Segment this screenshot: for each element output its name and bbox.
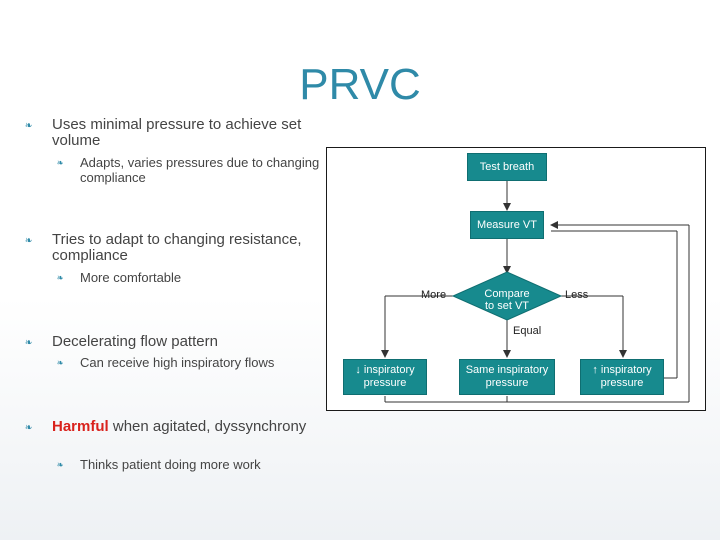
bullet-marker-icon: ❧ bbox=[56, 460, 64, 471]
bullet-marker-icon: ❧ bbox=[56, 273, 64, 284]
compare-diamond bbox=[451, 271, 563, 321]
measure-vt-box: Measure VT bbox=[470, 211, 544, 239]
harmful-highlight: Harmful bbox=[52, 418, 109, 435]
test-breath-box: Test breath bbox=[467, 153, 547, 181]
prvc-flowchart: Test breath Measure VT Compare to set VT… bbox=[326, 147, 706, 411]
bullet-marker-icon: ❧ bbox=[24, 120, 33, 132]
bullet-minimal-pressure: ❧ Uses minimal pressure to achieve set v… bbox=[24, 116, 302, 149]
bullet-resistance: ❧ Tries to adapt to changing resistance,… bbox=[24, 231, 302, 264]
sub-bullet-more-work: ❧ Thinks patient doing more work bbox=[56, 457, 261, 472]
slide-title: PRVC bbox=[299, 60, 421, 109]
more-label: More bbox=[421, 289, 447, 301]
bullet-marker-icon: ❧ bbox=[24, 337, 33, 349]
bullet-marker-icon: ❧ bbox=[24, 235, 33, 247]
decrease-pressure-box: ↓ inspiratory pressure bbox=[343, 359, 427, 395]
equal-label: Equal bbox=[513, 325, 542, 337]
same-pressure-box: Same inspiratory pressure bbox=[459, 359, 555, 395]
bullet-marker-icon: ❧ bbox=[24, 422, 33, 434]
sub-bullet-high-flows: ❧ Can receive high inspiratory flows bbox=[56, 355, 275, 370]
bullet-marker-icon: ❧ bbox=[56, 158, 64, 169]
increase-pressure-box: ↑ inspiratory pressure bbox=[580, 359, 664, 395]
sub-bullet-adapts: ❧ Adapts, varies pressures due to changi… bbox=[56, 155, 320, 185]
compare-label: Compare to set VT bbox=[484, 288, 530, 312]
bullet-decelerating-flow: ❧ Decelerating flow pattern bbox=[24, 333, 218, 350]
sub-bullet-comfortable: ❧ More comfortable bbox=[56, 270, 182, 285]
bullet-harmful: ❧ Harmful when agitated, dyssynchrony bbox=[24, 418, 307, 435]
flowchart-connectors bbox=[381, 181, 690, 403]
less-label: Less bbox=[565, 289, 589, 301]
bullet-marker-icon: ❧ bbox=[56, 358, 64, 369]
